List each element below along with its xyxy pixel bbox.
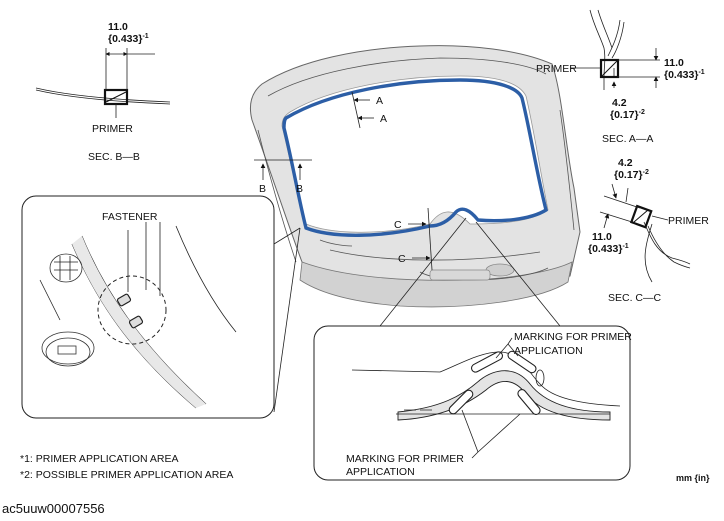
- primer-mark-4: [517, 389, 541, 415]
- sealer-block-c: [629, 204, 653, 229]
- window-opening: [281, 75, 549, 233]
- sec-cc-dim2-value: 11.0: [592, 231, 612, 243]
- sec-aa-dim1-value: 11.0: [664, 57, 684, 69]
- liftgate-lower-panel: [299, 261, 573, 308]
- section-c-c: 4.2 {0.17}-2 PRIMER 11.0 {0.433}-1 SEC. …: [588, 157, 709, 304]
- detail-fastener: FASTENER: [21, 195, 301, 419]
- svg-text:{0.17}-2: {0.17}-2: [614, 169, 649, 181]
- sec-cc-primer-label: PRIMER: [668, 215, 709, 227]
- marker-a-bottom: A: [380, 113, 387, 125]
- sealer-bead: [282, 78, 548, 237]
- sec-bb-dim-value: 11.0: [108, 21, 128, 33]
- marker-b-right: B: [296, 183, 303, 195]
- sec-aa-dim1-inch: {0.433}: [664, 69, 698, 81]
- sec-cc-dim2-note: -1: [622, 243, 628, 250]
- sec-cc-title: SEC. C—C: [608, 292, 662, 304]
- sec-cc-dim1-inch: {0.17}: [614, 169, 643, 181]
- section-a-a: PRIMER 11.0 {0.433}-1 4.2 {0.17}-2 SEC. …: [536, 9, 705, 145]
- figure-code: ac5uuw00007556: [2, 501, 105, 516]
- sec-aa-dim2-inch: {0.17}: [610, 109, 639, 121]
- fastener-label: FASTENER: [102, 211, 158, 223]
- sec-aa-dim2-value: 4.2: [612, 97, 627, 109]
- sec-aa-dim1-note: -1: [698, 69, 704, 76]
- primer-marking-label-top-1: MARKING FOR PRIMER: [514, 331, 632, 343]
- sec-cc-dim2-inch: {0.433}: [588, 243, 622, 255]
- svg-text:{0.17}-2: {0.17}-2: [610, 109, 645, 121]
- sec-aa-title: SEC. A—A: [602, 133, 653, 145]
- units-label: mm {in}: [676, 473, 710, 483]
- marker-c-top: C: [394, 219, 402, 231]
- sealer-block-a: [599, 58, 620, 79]
- section-b-b: 11.0 {0.433}-1 PRIMER SEC. B—B: [35, 21, 171, 163]
- sec-aa-primer-label: PRIMER: [536, 63, 577, 75]
- svg-text:{0.433}-1: {0.433}-1: [588, 243, 629, 255]
- fastener-icon: [116, 293, 132, 307]
- note-2: *2: POSSIBLE PRIMER APPLICATION AREA: [20, 469, 233, 481]
- sec-cc-dim1-value: 4.2: [618, 157, 633, 169]
- liftgate-body: [249, 45, 581, 308]
- marker-c-bottom: C: [398, 253, 406, 265]
- sec-cc-dim1-note: -2: [643, 169, 649, 176]
- detail-primer-marking: MARKING FOR PRIMER APPLICATION MARKING F…: [313, 217, 632, 481]
- primer-mark-1: [470, 351, 504, 373]
- primer-marking-label-top-2: APPLICATION: [514, 345, 583, 357]
- marker-a-top: A: [376, 95, 383, 107]
- primer-mark-2: [507, 350, 537, 374]
- primer-mark-3: [448, 389, 474, 415]
- sec-aa-dim2-note: -2: [639, 109, 645, 116]
- sec-bb-title: SEC. B—B: [88, 151, 140, 163]
- sec-bb-primer-label: PRIMER: [92, 123, 133, 135]
- sec-bb-dim-inch: {0.433}: [108, 33, 142, 45]
- marker-b-left: B: [259, 183, 266, 195]
- primer-marking-label-bottom-1: MARKING FOR PRIMER: [346, 453, 464, 465]
- svg-text:{0.433}-1: {0.433}-1: [108, 33, 149, 45]
- primer-marking-label-bottom-2: APPLICATION: [346, 466, 415, 478]
- section-cut-markers: A A B B C C: [254, 91, 433, 271]
- svg-text:{0.433}-1: {0.433}-1: [664, 69, 705, 81]
- note-1: *1: PRIMER APPLICATION AREA: [20, 453, 179, 465]
- sec-bb-dim-note: -1: [142, 33, 148, 40]
